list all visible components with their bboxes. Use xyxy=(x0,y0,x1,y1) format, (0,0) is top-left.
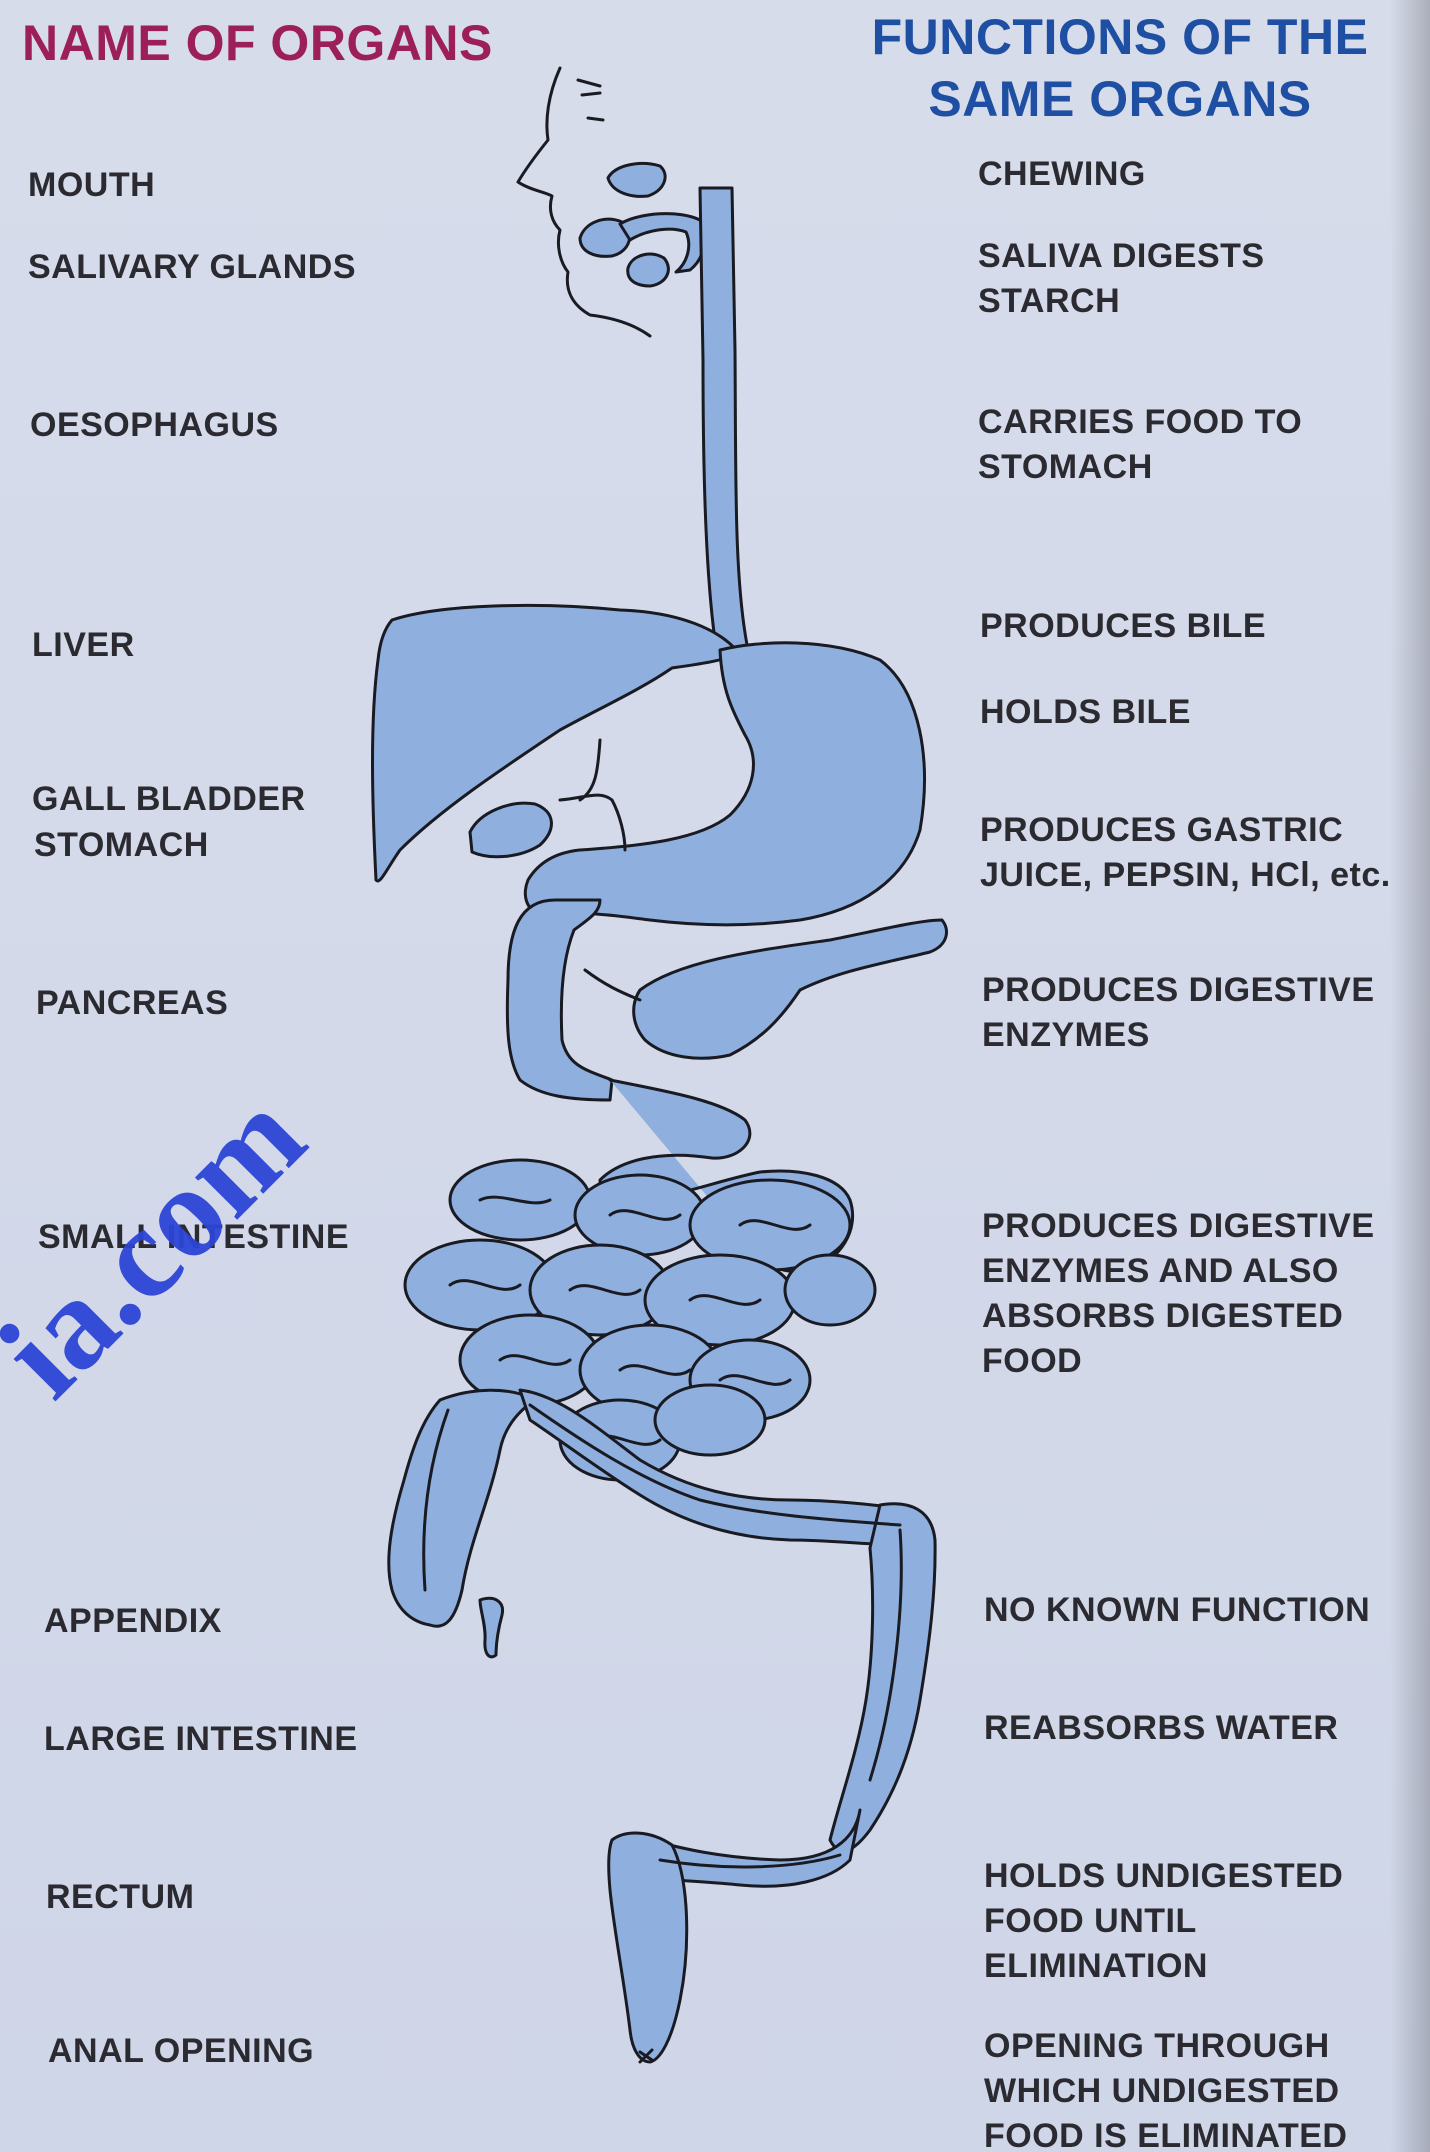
oesophagus xyxy=(700,188,748,660)
organ-function-stomach: PRODUCES GASTRIC JUICE, PEPSIN, HCl, etc… xyxy=(980,808,1430,898)
mouth-organ xyxy=(608,163,665,196)
organ-function-mouth: CHEWING xyxy=(978,152,1428,197)
duodenum xyxy=(507,900,612,1100)
pancreatic-duct xyxy=(585,970,640,1000)
ascending-colon xyxy=(389,1390,535,1626)
organ-function-large-intestine: REABSORBS WATER xyxy=(984,1706,1430,1751)
organs-heading: NAME OF ORGANS xyxy=(22,14,493,72)
organ-label-appendix: APPENDIX xyxy=(44,1602,222,1641)
organ-function-rectum: HOLDS UNDIGESTED FOOD UNTIL ELIMINATION xyxy=(984,1854,1430,1989)
organ-label-mouth: MOUTH xyxy=(28,166,155,205)
organ-label-liver: LIVER xyxy=(32,626,135,665)
functions-heading-line1: FUNCTIONS OF THE xyxy=(820,6,1420,68)
salivary-gland xyxy=(628,254,669,286)
descending-colon xyxy=(830,1504,935,1851)
organ-function-oesophagus: CARRIES FOOD TO STOMACH xyxy=(978,400,1428,490)
organ-function-liver: PRODUCES BILE xyxy=(980,604,1430,649)
organ-label-pancreas: PANCREAS xyxy=(36,984,228,1023)
organ-function-salivary-glands: SALIVA DIGESTS STARCH xyxy=(978,234,1428,324)
rectum xyxy=(609,1833,687,2062)
organ-function-appendix: NO KNOWN FUNCTION xyxy=(984,1588,1430,1633)
page-edge-shadow xyxy=(1390,0,1430,2152)
organ-label-stomach: STOMACH xyxy=(34,826,209,865)
organ-label-gall-bladder: GALL BLADDER xyxy=(32,780,306,819)
functions-heading: FUNCTIONS OF THE SAME ORGANS xyxy=(820,6,1420,130)
organ-label-oesophagus: OESOPHAGUS xyxy=(30,406,279,445)
bile-duct xyxy=(560,740,625,850)
organ-function-anal-opening: OPENING THROUGH WHICH UNDIGESTED FOOD IS… xyxy=(984,2024,1430,2152)
pancreas xyxy=(634,920,947,1058)
organ-label-anal-opening: ANAL OPENING xyxy=(48,2032,314,2071)
organ-label-large-intestine: LARGE INTESTINE xyxy=(44,1720,358,1759)
organ-label-salivary-glands: SALIVARY GLANDS xyxy=(28,248,356,287)
eye xyxy=(578,80,603,120)
organ-label-rectum: RECTUM xyxy=(46,1878,194,1917)
organ-function-pancreas: PRODUCES DIGESTIVE ENZYMES xyxy=(982,968,1430,1058)
organ-function-small-intestine: PRODUCES DIGESTIVE ENZYMES AND ALSO ABSO… xyxy=(982,1204,1430,1384)
organ-function-gall-bladder: HOLDS BILE xyxy=(980,690,1430,735)
appendix xyxy=(480,1598,503,1656)
face-profile xyxy=(518,68,650,336)
gall-bladder xyxy=(470,803,551,857)
functions-heading-line2: SAME ORGANS xyxy=(820,68,1420,130)
